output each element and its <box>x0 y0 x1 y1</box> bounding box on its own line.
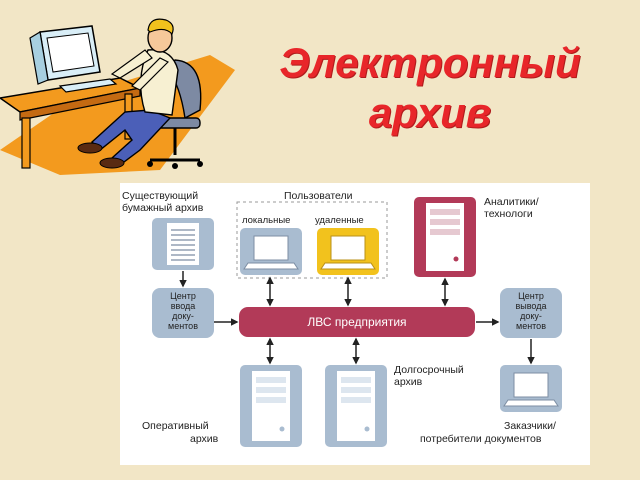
man-arm <box>110 49 153 79</box>
input-center-label-4: ментов <box>168 321 198 331</box>
desk-leg <box>21 117 31 169</box>
keyboard-icon <box>58 78 118 93</box>
output-center-label-4: ментов <box>516 321 546 331</box>
desk-edge <box>19 87 141 121</box>
lan-bus-node: ЛВС предприятия <box>239 307 475 337</box>
operative-archive-label-2: архив <box>190 433 219 445</box>
input-center-label-2: ввода <box>171 301 196 311</box>
paper-archive-node <box>152 218 214 270</box>
input-center-label-3: доку- <box>172 311 194 321</box>
chair-wheel <box>197 161 203 167</box>
title-line-1: Электронный <box>279 39 581 86</box>
users-group-label: Пользователи <box>284 190 353 202</box>
users-remote-label: удаленные <box>315 215 364 226</box>
man-shoe <box>77 142 103 154</box>
man-arm <box>130 57 170 91</box>
chair-wheel <box>172 163 178 169</box>
input-center-label-1: Центр <box>170 291 196 301</box>
local-user-laptop-icon <box>240 228 302 275</box>
man-legs <box>90 109 172 166</box>
customers-label-1: Заказчики/ <box>504 420 556 432</box>
analysts-label-1: Аналитики/ <box>484 196 539 208</box>
title-line-2: архив <box>368 89 492 136</box>
longterm-archive-label-2: архив <box>394 376 423 388</box>
output-center-label-2: вывода <box>516 301 547 311</box>
customer-laptop-icon <box>500 365 562 412</box>
man-shoe <box>99 157 125 169</box>
chair-wheel <box>147 161 153 167</box>
paper-archive-label-1: Существующий <box>122 190 198 202</box>
input-center-node: Центр ввода доку- ментов <box>152 288 214 338</box>
analysts-server-icon <box>414 197 476 277</box>
output-center-label-3: доку- <box>520 311 542 321</box>
remote-user-laptop-icon <box>317 228 379 275</box>
analysts-label-2: технологи <box>484 208 533 220</box>
customers-label-2: потребители документов <box>420 433 542 445</box>
archive-network-diagram: Существующий бумажный архив Пользователи… <box>120 183 590 465</box>
operative-archive-server-icon <box>240 365 302 447</box>
output-center-node: Центр вывода доку- ментов <box>500 288 562 338</box>
lan-label: ЛВС предприятия <box>307 315 406 329</box>
worker-at-computer-illustration <box>0 18 235 175</box>
users-local-label: локальные <box>242 215 290 226</box>
longterm-archive-label-1: Долгосрочный <box>394 364 464 376</box>
monitor-side <box>29 31 49 85</box>
operative-archive-label-1: Оперативный <box>142 420 209 432</box>
output-center-label-1: Центр <box>518 291 544 301</box>
monitor-screen <box>46 32 95 73</box>
users-group-box <box>236 201 388 279</box>
man-hair <box>147 18 174 36</box>
longterm-archive-server-icon <box>325 365 387 447</box>
paper-archive-label-2: бумажный архив <box>122 202 204 214</box>
page-title: Электронный архив <box>250 38 610 138</box>
